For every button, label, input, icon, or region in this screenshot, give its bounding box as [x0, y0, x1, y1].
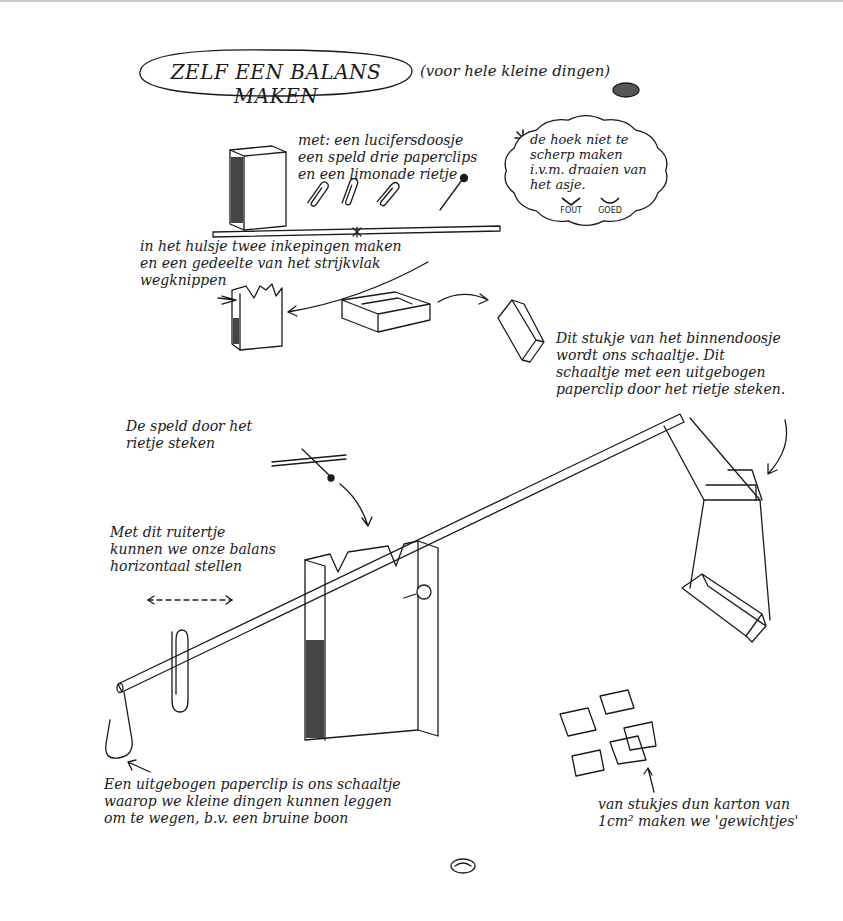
materials-note: met: een lucifersdoosje een speld drie p… — [298, 132, 493, 183]
corner-icon — [560, 196, 582, 206]
instruction-note: Met dit ruitertje kunnen we onze balans … — [110, 524, 280, 575]
instruction-note: van stukjes dun karton van 1cm² maken we… — [598, 796, 803, 830]
title-text: ZELF EEN BALANS MAKEN — [142, 60, 410, 108]
cloud-callout: de hoek niet te scherp maken i.v.m. draa… — [500, 112, 672, 229]
callout-text: de hoek niet te scherp maken i.v.m. draa… — [530, 132, 652, 192]
instruction-note: Dit stukje van het binnendoosje wordt on… — [556, 330, 788, 398]
instruction-note: De speld door het rietje steken — [126, 418, 256, 452]
subtitle: (voor hele kleine dingen) — [420, 63, 620, 80]
instruction-note: Een uitgebogen paperclip is ons schaaltj… — [104, 776, 404, 827]
instruction-note: in het hulsje twee inkepingen maken en e… — [140, 238, 422, 289]
corner-icon — [599, 196, 621, 206]
verdict-text: GOED — [598, 206, 622, 215]
verdict-text: FOUT — [560, 206, 582, 215]
